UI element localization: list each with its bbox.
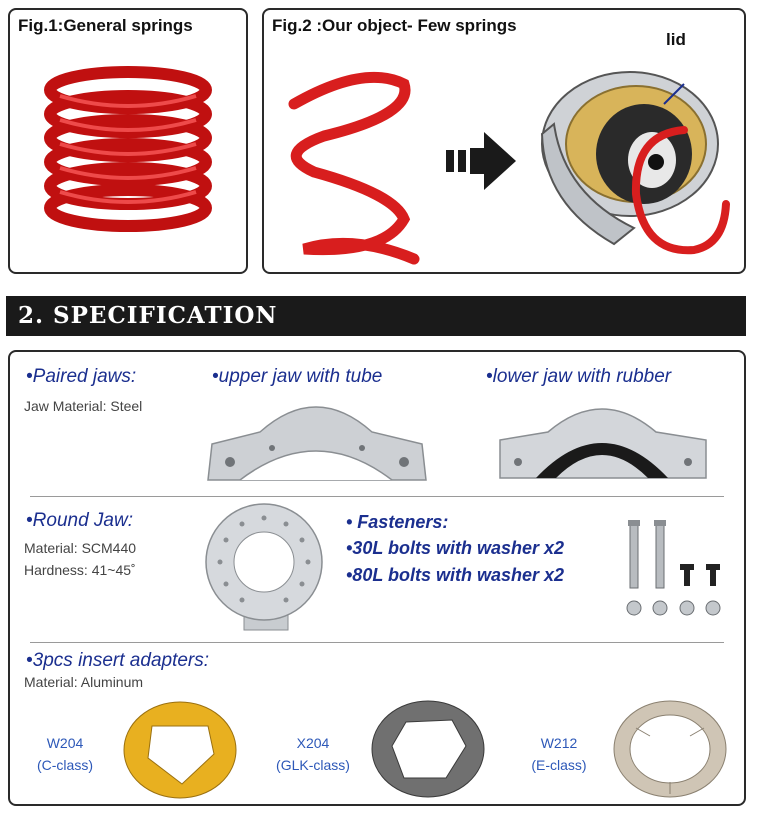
adapter-x204-image	[371, 700, 485, 798]
round-jaw-label: •Round Jaw:	[26, 510, 133, 531]
fasteners-line-2: •80L bolts with washer x2	[346, 565, 565, 585]
adapter-w204-label: W204 (C-class)	[10, 732, 120, 776]
jaw-material-text: Jaw Material: Steel	[24, 398, 143, 414]
divider-2	[30, 642, 724, 643]
adapters-material-text: Material: Aluminum	[24, 674, 144, 690]
adapter-x204-class: (GLK-class)	[276, 757, 350, 773]
divider-1	[30, 496, 724, 497]
fig1-panel: Fig.1:General springs	[8, 8, 248, 274]
adapter-w212-class: (E-class)	[531, 757, 587, 773]
specification-heading: 2. SPECIFICATION	[18, 302, 278, 329]
fasteners-label: • Fasteners:	[346, 512, 449, 532]
upper-jaw-label: •upper jaw with tube	[212, 366, 383, 387]
paired-jaws-label: •Paired jaws:	[26, 366, 137, 387]
round-jaw-image	[205, 503, 323, 631]
specification-banner: 2. SPECIFICATION	[6, 296, 746, 336]
general-springs-image	[44, 66, 212, 232]
adapter-w212-code: W212	[540, 735, 578, 751]
adapter-x204-label: X204 (GLK-class)	[258, 732, 368, 776]
round-jaw-hardness-text: Hardness: 41~45˚	[24, 562, 136, 578]
round-jaw-material-text: Material: SCM440	[24, 540, 137, 556]
adapter-w204-image	[123, 701, 237, 799]
lid-label: lid	[666, 30, 686, 49]
fasteners-line-1: •30L bolts with washer x2	[346, 538, 565, 558]
adapter-w204-class: (C-class)	[37, 757, 93, 773]
bolts-image	[626, 520, 721, 616]
adapter-w212-label: W212 (E-class)	[504, 732, 614, 776]
adapter-w204-code: W204	[46, 735, 84, 751]
lower-jaw-label: •lower jaw with rubber	[486, 366, 672, 387]
lower-jaw-image	[499, 408, 707, 479]
few-springs-image	[288, 71, 730, 265]
fig2-panel: Fig.2 :Our object- Few springs lid	[262, 8, 746, 274]
adapter-x204-code: X204	[296, 735, 330, 751]
upper-jaw-image	[207, 406, 427, 481]
adapters-label: •3pcs insert adapters:	[26, 650, 210, 671]
fig1-title: Fig.1:General springs	[18, 16, 193, 35]
adapter-w212-image	[613, 700, 727, 798]
fig2-title: Fig.2 :Our object- Few springs	[272, 16, 517, 35]
